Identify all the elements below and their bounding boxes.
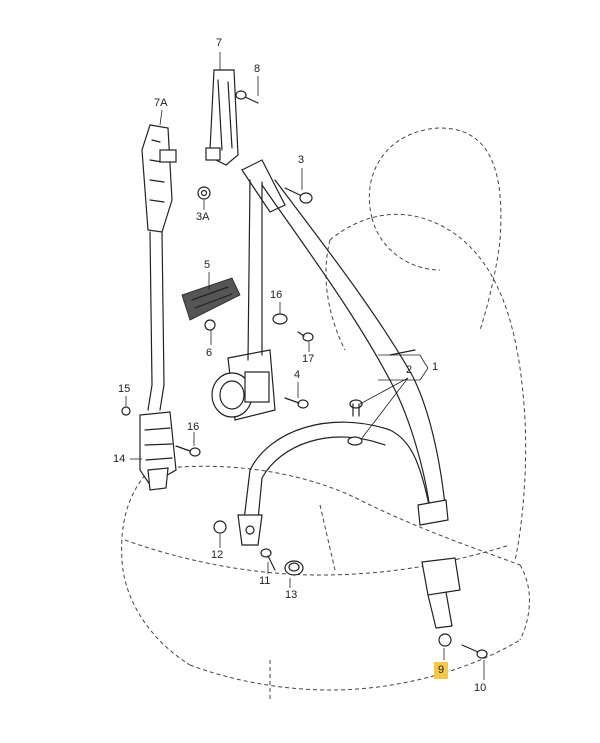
label-part-3a: 3A <box>196 211 210 223</box>
label-part-16-lower: 16 <box>187 421 200 433</box>
leader-lines <box>125 52 485 680</box>
height-adjuster-7a <box>141 124 177 233</box>
retractor-4 <box>211 349 276 421</box>
bolt-16-lower <box>175 445 201 457</box>
stud-2-upper <box>349 399 363 417</box>
label-part-14: 14 <box>113 453 126 465</box>
label-part-6: 6 <box>206 347 213 359</box>
label-part-11: 11 <box>259 575 271 587</box>
label-part-13: 13 <box>285 589 298 601</box>
label-part-12: 12 <box>211 549 224 561</box>
label-part-1: 1 <box>432 361 439 373</box>
label-part-10: 10 <box>474 682 487 694</box>
label-part-15: 15 <box>118 383 131 395</box>
nut-15 <box>121 406 131 416</box>
bolt-8 <box>235 90 259 104</box>
label-part-17: 17 <box>302 353 315 365</box>
label-part-2: 2 <box>406 364 413 376</box>
label-part-4: 4 <box>294 369 301 381</box>
left-guide-tube <box>147 231 165 411</box>
buckle-9 <box>421 557 461 647</box>
label-part-5: 5 <box>204 259 211 271</box>
label-part-3: 3 <box>298 154 305 166</box>
bolt-11 <box>260 548 276 571</box>
stud-2-lower <box>347 436 363 446</box>
bolt-17 <box>297 331 314 342</box>
nut-16-upper <box>272 313 288 325</box>
label-part-8: 8 <box>254 63 261 75</box>
belt-tongue <box>417 499 449 526</box>
bolt-3 <box>284 187 313 204</box>
nut-3a <box>197 186 211 200</box>
cap-13 <box>284 560 304 576</box>
bolt-4 <box>284 397 309 409</box>
label-part-9-highlighted: 9 <box>434 662 449 679</box>
nut-6 <box>204 319 216 331</box>
cover-5 <box>181 277 241 321</box>
lower-anchor-14 <box>139 411 177 491</box>
belt-webbing <box>237 159 446 546</box>
nut-12 <box>213 520 227 534</box>
seat-outline <box>121 127 530 700</box>
label-part-7a: 7A <box>154 97 168 109</box>
label-part-16-upper: 16 <box>270 289 283 301</box>
label-part-7: 7 <box>216 37 223 49</box>
bolt-10 <box>461 644 488 659</box>
anchor-rail-7 <box>205 69 239 166</box>
